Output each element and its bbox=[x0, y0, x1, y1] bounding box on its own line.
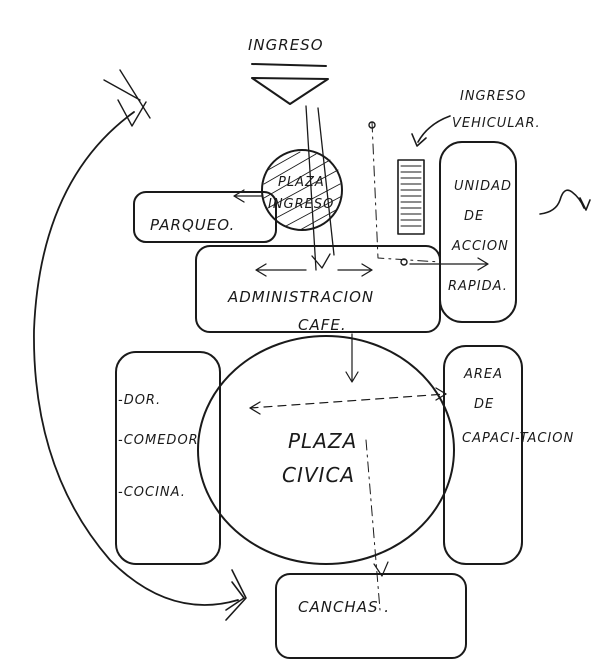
wavy-arrow bbox=[539, 189, 591, 215]
left-circulation-arc bbox=[33, 69, 247, 621]
vehicular-ramp bbox=[397, 159, 425, 235]
label-ingreso-vehicular-2: VEHICULAR. bbox=[452, 116, 541, 131]
area-capacitacion-block: AREA DE CAPACI-TACION bbox=[443, 345, 574, 565]
circulation-axes bbox=[365, 121, 441, 611]
label-unidad-2: DE bbox=[464, 209, 484, 224]
plaza-ingreso: PLAZA INGRESO bbox=[261, 149, 343, 231]
label-cocina: -COCINA. bbox=[118, 485, 186, 500]
label-dor: -DOR. bbox=[118, 393, 161, 408]
label-ingreso-vehicular-1: INGRESO bbox=[460, 89, 526, 104]
label-area-1: AREA bbox=[463, 367, 503, 382]
plaza-civica: PLAZA CIVICA bbox=[197, 333, 455, 565]
label-comedor: -COMEDOR bbox=[118, 433, 199, 448]
label-plaza-civica-2: CIVICA bbox=[282, 463, 355, 487]
vehicular-entrance: INGRESO VEHICULAR. bbox=[411, 89, 541, 147]
label-canchas: CANCHAS . bbox=[298, 598, 390, 616]
label-area-3: CAPACI-TACION bbox=[462, 431, 574, 446]
label-ingreso: INGRESO bbox=[248, 36, 324, 54]
label-administracion: ADMINISTRACION bbox=[227, 288, 374, 306]
label-plaza-civica-1: PLAZA bbox=[288, 429, 357, 453]
label-cafe: CAFE. bbox=[298, 316, 347, 334]
unidad-accion-rapida-block: UNIDAD DE ACCION RAPIDA. bbox=[439, 141, 517, 323]
entry-path-lines bbox=[305, 105, 335, 271]
label-plaza-ingreso-2: INGRESO bbox=[268, 197, 334, 212]
dormitorio-comedor-block: -DOR. -COMEDOR -COCINA. bbox=[115, 351, 221, 565]
label-plaza-ingreso-1: PLAZA bbox=[278, 175, 325, 190]
label-unidad-1: UNIDAD bbox=[454, 179, 512, 194]
label-parqueo: PARQUEO. bbox=[150, 216, 235, 234]
label-area-2: DE bbox=[474, 397, 494, 412]
label-unidad-4: RAPIDA. bbox=[448, 279, 508, 294]
parqueo-block: PARQUEO. bbox=[133, 189, 277, 243]
entrance-marker: INGRESO bbox=[248, 36, 329, 105]
administracion-block: ADMINISTRACION CAFE. bbox=[195, 245, 489, 334]
label-unidad-3: ACCION bbox=[451, 239, 509, 254]
canchas-block: CANCHAS . bbox=[275, 561, 467, 659]
